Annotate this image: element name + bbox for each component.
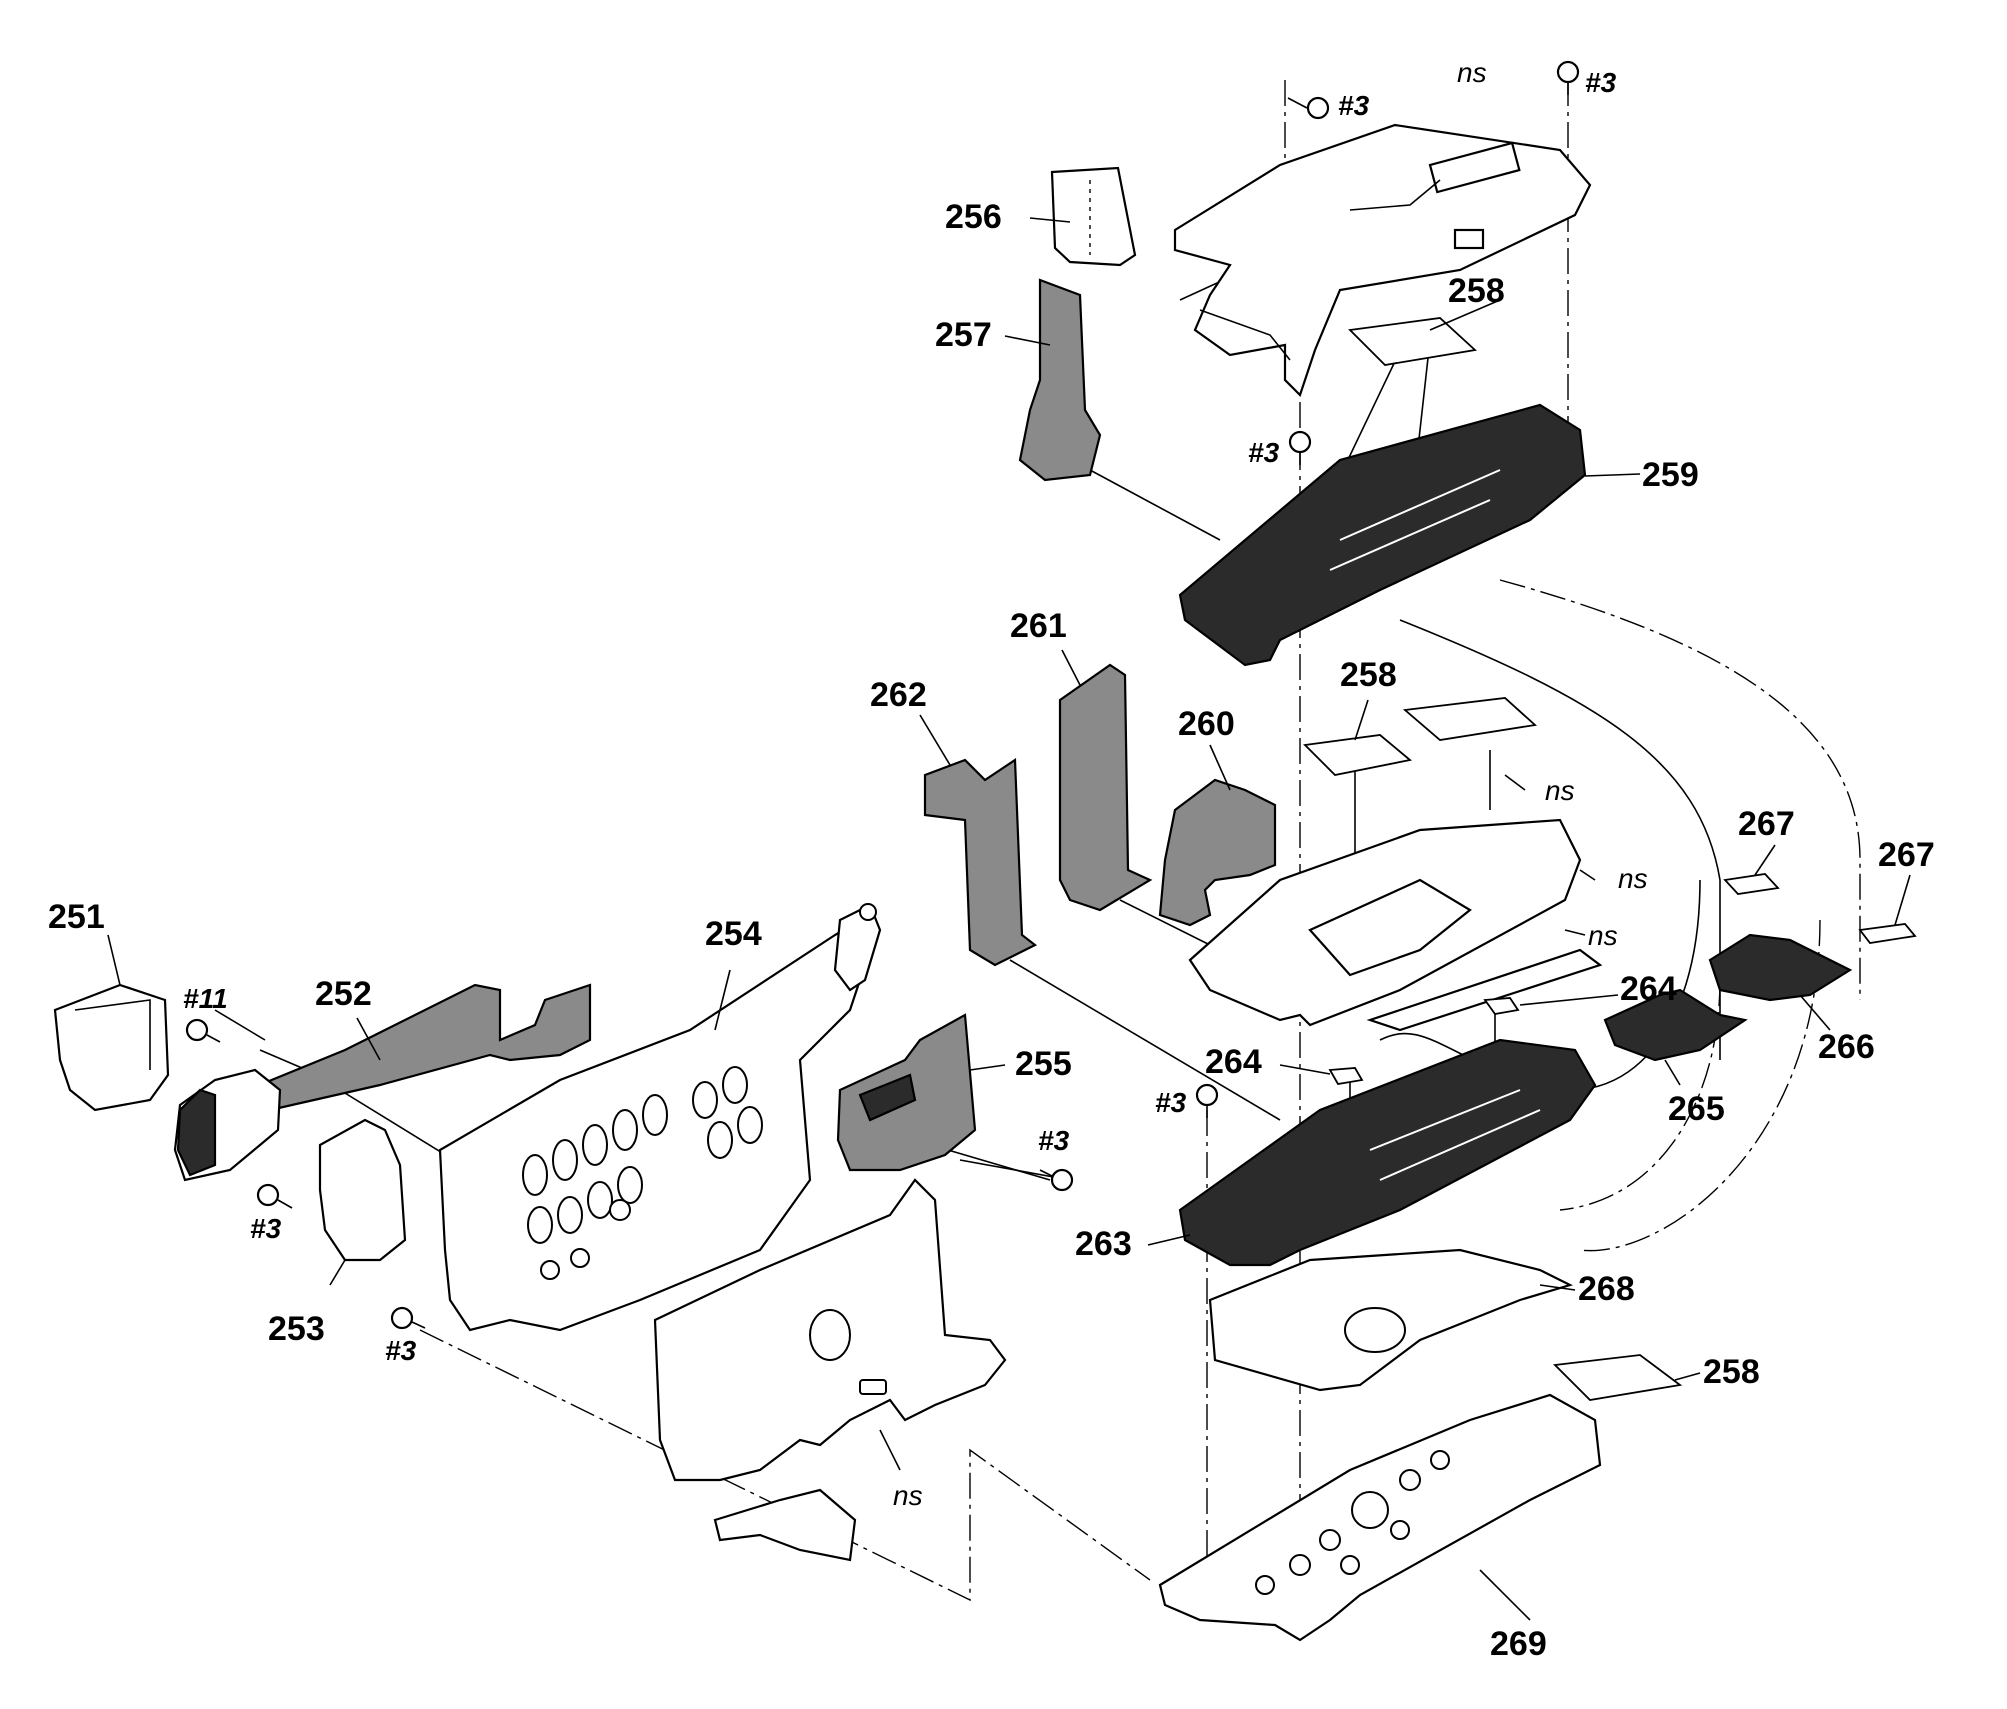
part-261 xyxy=(1058,663,1153,912)
label-266: 266 xyxy=(1818,1028,1875,1066)
ns-labels: ns ns ns ns ns xyxy=(893,57,1648,1511)
part-266 xyxy=(1708,933,1853,1002)
label-257: 257 xyxy=(935,316,992,354)
screw-254 xyxy=(390,1306,426,1330)
label-259: 259 xyxy=(1642,456,1699,494)
screw-top-left xyxy=(1287,96,1330,120)
label-256: 256 xyxy=(945,198,1002,236)
label-267-b: 267 xyxy=(1878,836,1935,874)
callout-leaders xyxy=(107,217,1911,1621)
part-259-board xyxy=(1178,403,1587,667)
screw-top-right xyxy=(1556,60,1580,95)
screw-label-263: #3 xyxy=(1155,1087,1187,1118)
assembly-lines xyxy=(214,80,1861,1640)
part-267-pads xyxy=(1723,873,1917,944)
ns-label-pad: ns xyxy=(1545,775,1575,806)
label-255: 255 xyxy=(1015,1045,1072,1083)
label-252: 252 xyxy=(315,975,372,1013)
part-258-middle xyxy=(1303,697,1538,776)
part-268-sheet xyxy=(1208,1248,1573,1392)
part-263-board xyxy=(1178,1038,1597,1267)
screw-11 xyxy=(185,1018,221,1043)
part-252-mount xyxy=(173,1068,282,1182)
part-labels: 251 252 253 254 255 256 257 258 259 260 … xyxy=(48,198,1935,1663)
part-253 xyxy=(318,1118,407,1262)
part-254 xyxy=(438,918,872,1332)
label-262: 262 xyxy=(870,676,927,714)
label-251: 251 xyxy=(48,898,105,936)
part-262 xyxy=(923,757,1038,967)
part-258-top xyxy=(1348,317,1477,366)
label-264-a: 264 xyxy=(1620,970,1677,1008)
label-258-top: 258 xyxy=(1448,272,1505,310)
label-265: 265 xyxy=(1668,1090,1725,1128)
label-261: 261 xyxy=(1010,607,1067,645)
part-251 xyxy=(53,983,170,1112)
ns-label-lower-plate: ns xyxy=(893,1480,923,1511)
label-268: 268 xyxy=(1578,1270,1635,1308)
ns-label-middle-frame: ns xyxy=(1618,863,1648,894)
part-255 xyxy=(836,1013,977,1172)
part-254-holes xyxy=(522,1066,763,1280)
ns-label-top-bracket: ns xyxy=(1457,57,1487,88)
part-252 xyxy=(233,983,592,1112)
part-257 xyxy=(1018,278,1102,482)
part-269-holes xyxy=(1255,1450,1450,1595)
label-258-mid: 258 xyxy=(1340,656,1397,694)
label-258-bottom: 258 xyxy=(1703,1353,1760,1391)
label-260: 260 xyxy=(1178,705,1235,743)
screws xyxy=(185,60,1580,1330)
screw-253 xyxy=(256,1183,293,1209)
ns-label-strip: ns xyxy=(1588,920,1618,951)
top-bracket xyxy=(1173,123,1592,398)
label-254: 254 xyxy=(705,915,762,953)
label-267-a: 267 xyxy=(1738,805,1795,843)
part-256 xyxy=(1050,166,1137,267)
part-269-frame xyxy=(1158,1393,1602,1642)
part-258-bottom xyxy=(1553,1354,1683,1401)
middle-frame xyxy=(1188,818,1603,1032)
label-253: 253 xyxy=(268,1310,325,1348)
label-263: 263 xyxy=(1075,1225,1132,1263)
lower-plate-ns xyxy=(653,1178,1007,1562)
screw-label-board-259: #3 xyxy=(1248,437,1280,468)
screw-263 xyxy=(1195,1083,1219,1118)
part-264-pads xyxy=(1328,997,1520,1085)
label-264-b: 264 xyxy=(1205,1043,1262,1081)
screw-labels: #3 #3 #3 #11 #3 #3 #3 #3 xyxy=(183,67,1617,1366)
screw-label-255: #3 xyxy=(1038,1125,1070,1156)
label-269: 269 xyxy=(1490,1625,1547,1663)
screw-label-253: #3 xyxy=(250,1213,282,1244)
screw-label-top-right: #3 xyxy=(1585,67,1617,98)
screw-board-259 xyxy=(1288,430,1312,465)
screw-label-top-left: #3 xyxy=(1338,90,1370,121)
screw-label-11: #11 xyxy=(183,983,228,1014)
screw-255 xyxy=(1039,1168,1074,1192)
part-265 xyxy=(1603,988,1748,1062)
part-260 xyxy=(1158,778,1277,927)
part-254-bracket xyxy=(833,903,882,992)
screw-label-254: #3 xyxy=(385,1335,417,1366)
